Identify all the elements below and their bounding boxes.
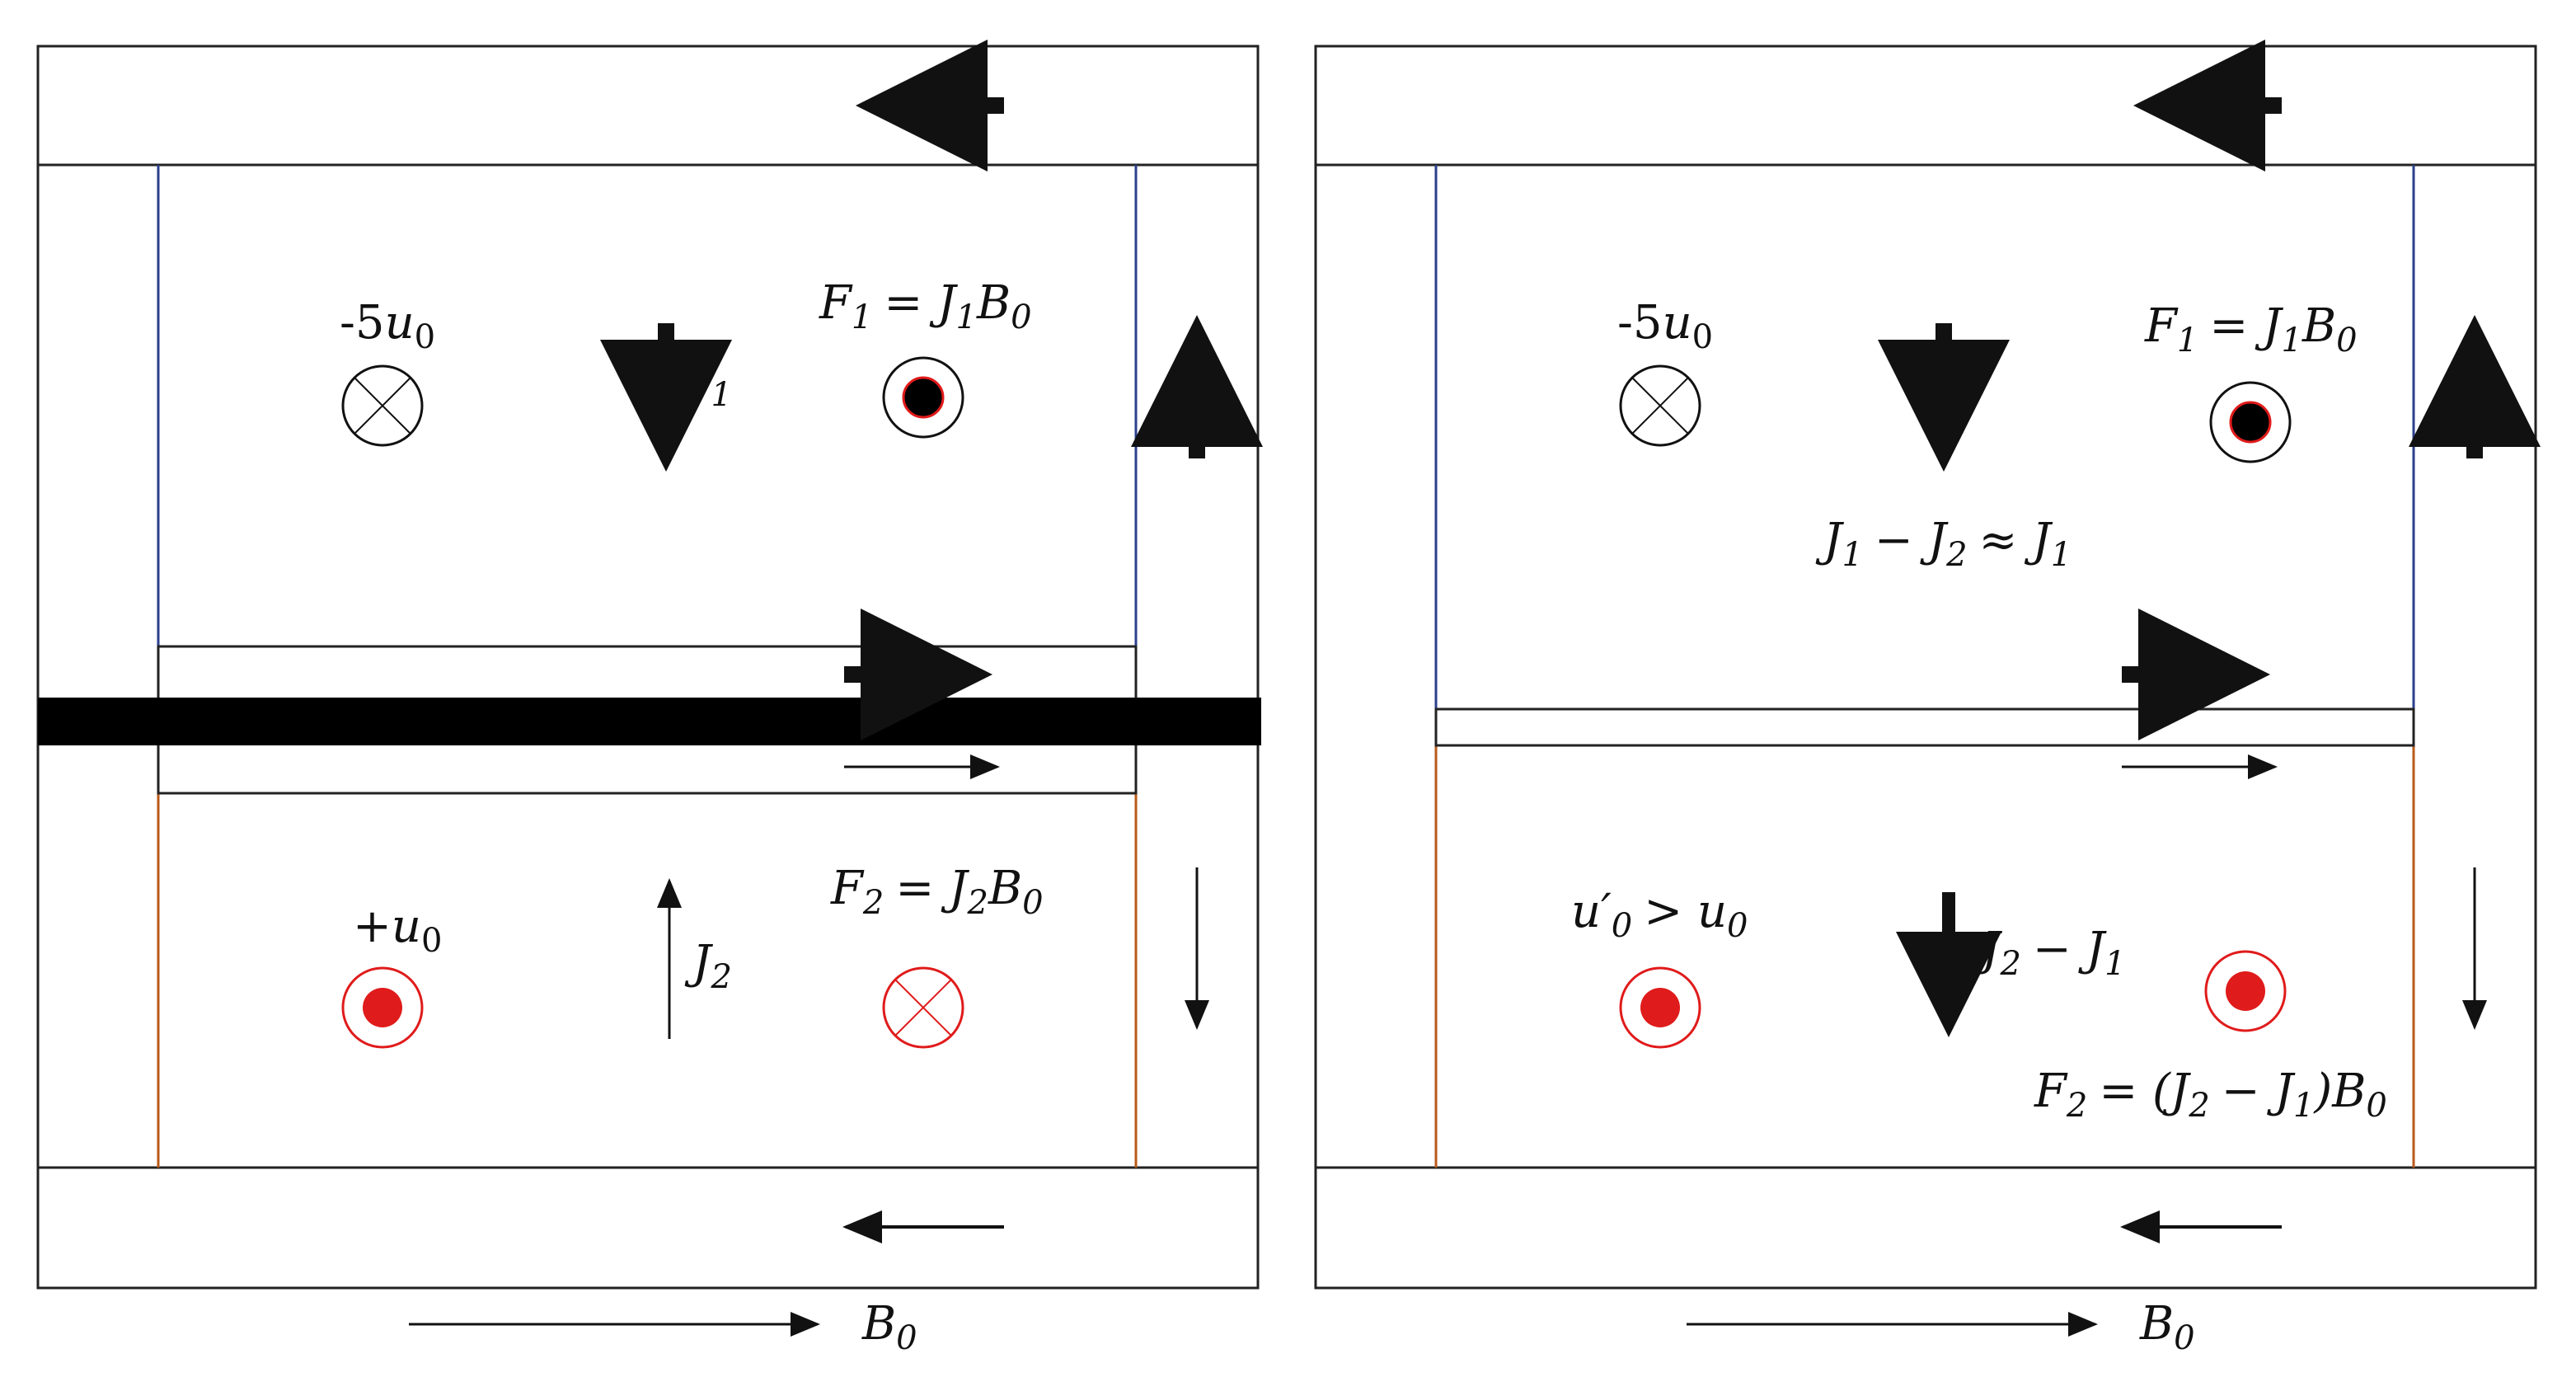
right-outer-frame (1314, 45, 2537, 1290)
left-force2-label: F2= J2B0 (830, 862, 1044, 922)
left-j1-label: J1 (684, 354, 732, 414)
left-into-page-symbol-lower (882, 966, 964, 1049)
left-upper-velocity-label: -5u0 (340, 296, 435, 356)
left-into-page-symbol-upper (341, 364, 424, 447)
left-force1-label: F1= J1B0 (819, 276, 1032, 336)
left-separator-bar (38, 698, 1261, 745)
right-out-of-page-symbol-lower-left (1619, 966, 1701, 1049)
right-middle-channel (1434, 707, 2415, 747)
right-into-page-symbol-upper (1619, 364, 1701, 447)
right-panel: -5u0 u′0> u0 J1− J2≈ J1 J2− J1 F1= J1B0 … (1314, 40, 2541, 1357)
left-out-of-page-symbol-upper (882, 356, 964, 439)
right-upper-current-label: J1− J2≈ J1 (1815, 514, 2072, 574)
left-outer-frame (36, 45, 1260, 1290)
left-lower-velocity-label: +u0 (353, 900, 442, 960)
right-out-of-page-symbol-lower-right (2204, 950, 2287, 1032)
right-force2-label: F2= (J2− J1)B0 (2034, 1064, 2387, 1125)
right-upper-velocity-label: -5u0 (1617, 296, 1713, 356)
left-out-of-page-symbol-lower (341, 966, 424, 1049)
right-lower-current-label: J2− J1 (1973, 923, 2126, 983)
left-j2-label: J2 (684, 936, 732, 996)
right-field-label: B0 (2139, 1297, 2195, 1357)
right-out-of-page-symbol-upper (2209, 381, 2292, 463)
left-panel: -5u0 +u0 J1 J2 F1= J1B0 F2= J2B0 B0 (36, 40, 1263, 1357)
right-lower-velocity-label: u′0> u0 (1571, 885, 1748, 945)
right-force1-label: F1= J1B0 (2144, 299, 2358, 360)
left-field-label: B0 (861, 1297, 917, 1357)
